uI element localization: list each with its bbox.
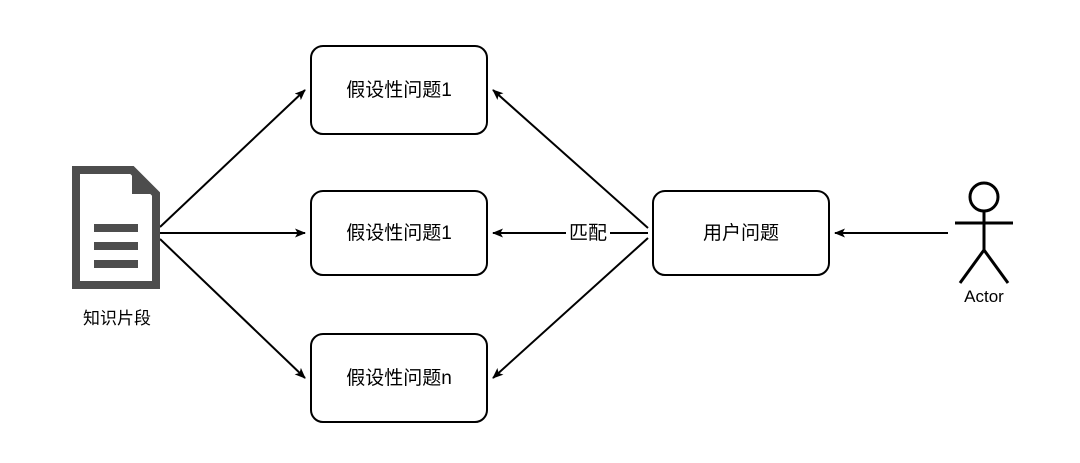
actor-caption: Actor [964, 287, 1004, 306]
node-label: 假设性问题1 [346, 222, 452, 244]
node-hypothetical-question-n[interactable]: 假设性问题n [310, 333, 488, 423]
document-icon [72, 166, 160, 289]
node-user-question[interactable]: 用户问题 [652, 190, 830, 276]
node-label: 用户问题 [702, 222, 779, 244]
edge-doc-to-hq1 [159, 89, 306, 228]
actor-stick-figure-icon [944, 178, 1024, 288]
edge-user-to-hqn [492, 237, 649, 379]
node-hypothetical-question-2[interactable]: 假设性问题1 [310, 190, 488, 276]
document-caption: 知识片段 [83, 309, 151, 328]
edge-doc-to-hqn [159, 238, 306, 379]
edge-user-to-hq1 [492, 89, 649, 229]
edge-label-match: 匹配 [566, 223, 611, 244]
node-label: 假设性问题n [346, 367, 452, 389]
node-hypothetical-question-1[interactable]: 假设性问题1 [310, 45, 488, 135]
node-label: 假设性问题1 [346, 79, 452, 101]
